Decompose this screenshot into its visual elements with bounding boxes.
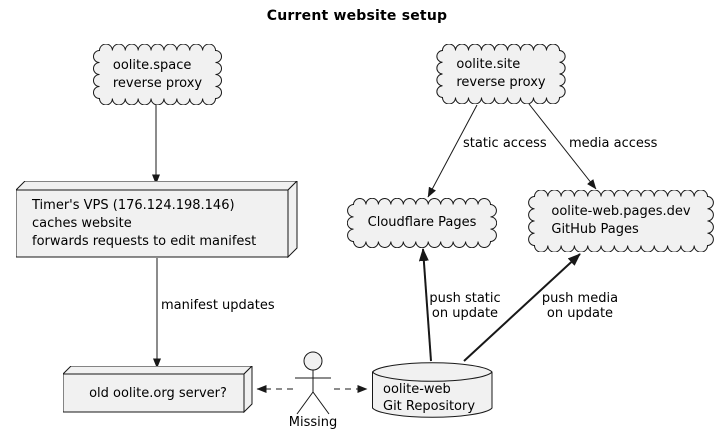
cylinder-shape — [372, 362, 493, 418]
cloud-cloudflare-pages: Cloudflare Pages — [347, 198, 497, 248]
actor-missing-label: Missing — [288, 415, 338, 430]
cloud-oolite-space-label: oolite.space reverse proxy — [112, 57, 203, 91]
edge-label-push-media: push media on update — [541, 291, 619, 321]
edge-site-to-cloudflare — [427, 104, 478, 198]
cloud-github-pages: oolite-web.pages.dev GitHub Pages — [528, 190, 714, 252]
box3d-shape — [16, 181, 298, 258]
edge-label-manifest-updates: manifest updates — [161, 298, 275, 313]
database-git-repo-label: oolite-web Git Repository — [383, 382, 476, 414]
cloud-shape — [93, 44, 222, 105]
cloud-oolite-site: oolite.site reverse proxy — [436, 44, 566, 104]
cloud-shape — [528, 190, 714, 252]
edge-label-static-access: static access — [463, 136, 547, 151]
actor-missing: Missing — [288, 351, 338, 432]
cloud-github-pages-label: oolite-web.pages.dev GitHub Pages — [551, 204, 691, 237]
actor-shape — [295, 351, 331, 415]
edge-label-media-access: media access — [569, 136, 658, 151]
node-old-server-label: old oolite.org server? — [89, 385, 227, 401]
node-old-server: old oolite.org server? — [63, 366, 253, 413]
edge-label-push-static: push static on update — [429, 291, 501, 321]
node-timers-vps: Timer's VPS (176.124.198.146) caches web… — [16, 181, 298, 258]
diagram-title: Current website setup — [266, 8, 448, 24]
cloud-oolite-space: oolite.space reverse proxy — [93, 44, 222, 105]
cloud-shape — [436, 44, 566, 104]
cloud-oolite-site-label: oolite.site reverse proxy — [456, 57, 546, 90]
database-git-repo: oolite-web Git Repository — [372, 361, 493, 420]
node-timers-vps-label: Timer's VPS (176.124.198.146) caches web… — [32, 198, 257, 249]
box3d-shape — [63, 366, 253, 413]
cloud-cloudflare-pages-label: Cloudflare Pages — [367, 215, 477, 230]
cloud-shape — [347, 198, 497, 248]
